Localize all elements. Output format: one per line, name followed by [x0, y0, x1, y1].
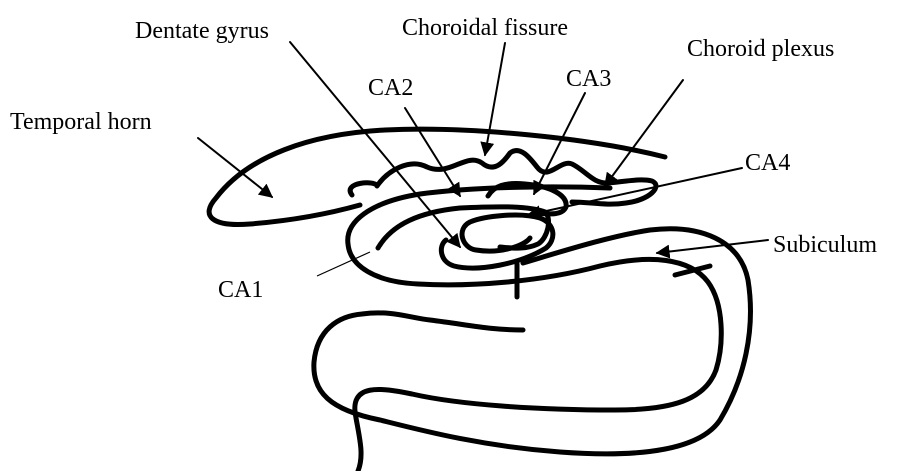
ca1-leader-line — [317, 252, 370, 276]
label-dentate-gyrus: Dentate gyrus — [135, 18, 269, 44]
label-choroid-plexus: Choroid plexus — [687, 36, 834, 62]
label-ca1: CA1 — [218, 277, 263, 303]
subiculum-inner-outline — [314, 207, 751, 454]
ca4-arrow — [528, 168, 742, 215]
choroid-plexus-arrow — [605, 80, 683, 186]
label-subiculum: Subiculum — [773, 232, 877, 258]
anatomy-outlines — [209, 129, 750, 471]
label-ca4: CA4 — [745, 150, 790, 176]
choroidal-fissure-arrow — [485, 43, 505, 155]
pointer-arrows — [198, 42, 768, 276]
subiculum-arrow — [657, 240, 768, 253]
ca3-arrow — [534, 93, 585, 194]
label-ca2: CA2 — [368, 75, 413, 101]
label-temporal-horn: Temporal horn — [10, 109, 152, 135]
temporal-horn-arrow — [198, 138, 272, 197]
label-choroidal-fissure: Choroidal fissure — [402, 15, 568, 41]
label-ca3: CA3 — [566, 66, 611, 92]
ca2-arrow — [405, 108, 460, 196]
